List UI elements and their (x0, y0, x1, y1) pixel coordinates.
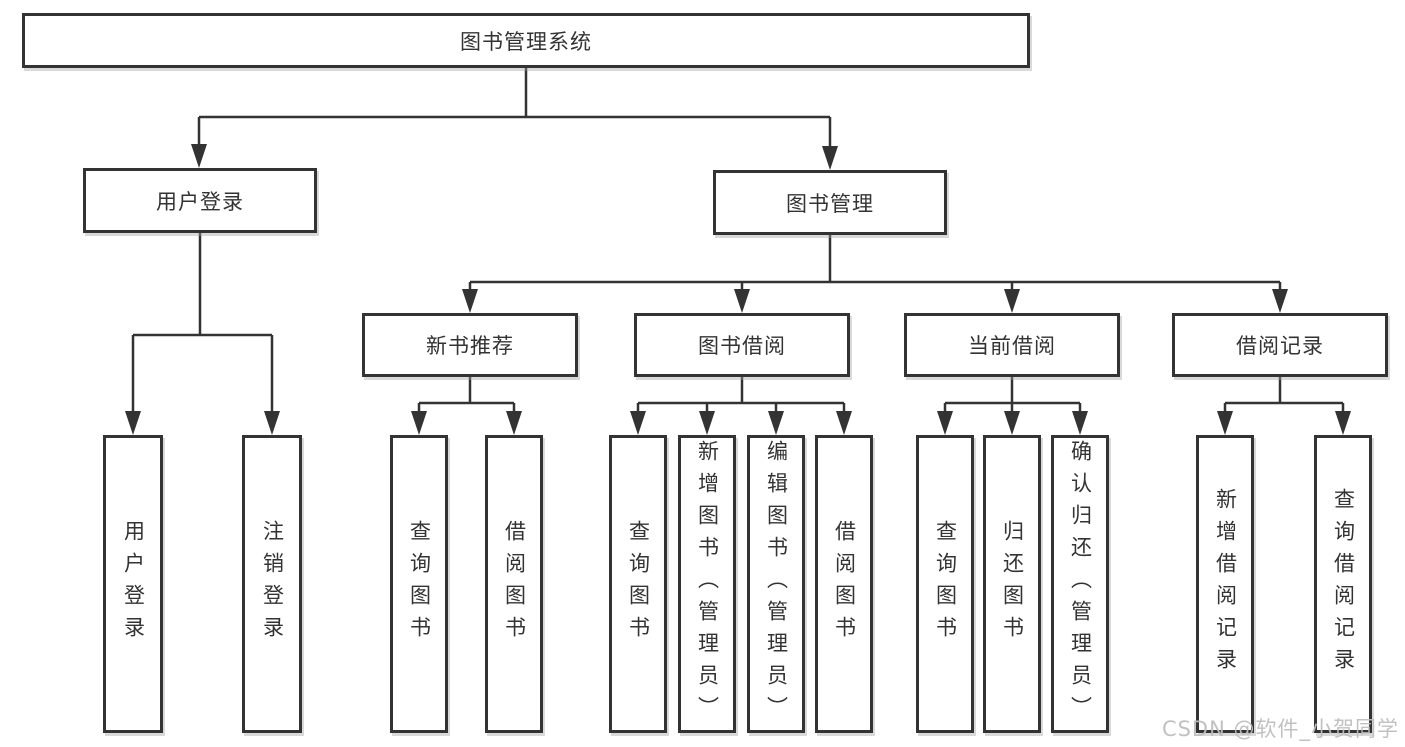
leaf-borrowing-query-books-label: 查询图书 (626, 520, 651, 648)
node-root-label: 图书管理系统 (460, 29, 592, 54)
node-user-login: 用户登录 (83, 168, 317, 233)
leaf-user-login-label: 用户登录 (121, 520, 146, 648)
leaf-borrowing-add-books-admin: 新增图书（管理员） (678, 435, 736, 733)
node-current-borrowing-label: 当前借阅 (968, 334, 1056, 358)
leaf-recommend-borrow-books-label: 借阅图书 (502, 520, 527, 648)
node-borrowing-records-label: 借阅记录 (1236, 334, 1324, 358)
leaf-logout-label: 注销登录 (260, 520, 285, 648)
leaf-borrowing-add-books-admin-label: 新增图书（管理员） (695, 440, 720, 728)
connector-shafts (131, 68, 1345, 413)
leaf-records-query-record: 查询借阅记录 (1314, 435, 1372, 733)
leaf-borrowing-query-books: 查询图书 (609, 435, 667, 733)
node-root: 图书管理系统 (22, 13, 1030, 68)
node-book-management-label: 图书管理 (786, 191, 874, 216)
leaf-current-return-books-label: 归还图书 (1000, 520, 1025, 648)
leaf-borrowing-borrow-books: 借阅图书 (815, 435, 873, 733)
leaf-records-add-record: 新增借阅记录 (1196, 435, 1254, 733)
leaf-current-confirm-return-admin: 确认归还（管理员） (1051, 435, 1109, 733)
node-borrowing-records: 借阅记录 (1172, 313, 1388, 377)
node-new-book-recommend-label: 新书推荐 (426, 334, 514, 358)
node-book-borrowing-label: 图书借阅 (698, 334, 786, 358)
leaf-current-query-books-label: 查询图书 (933, 520, 958, 648)
node-user-login-label: 用户登录 (156, 189, 244, 214)
leaf-recommend-query-books-label: 查询图书 (407, 520, 432, 648)
node-new-book-recommend: 新书推荐 (362, 313, 578, 377)
leaf-borrowing-edit-books-admin: 编辑图书（管理员） (747, 435, 805, 733)
node-book-borrowing: 图书借阅 (634, 313, 850, 377)
leaf-borrowing-borrow-books-label: 借阅图书 (832, 520, 857, 648)
leaf-borrowing-edit-books-admin-label: 编辑图书（管理员） (764, 440, 789, 728)
leaf-recommend-borrow-books: 借阅图书 (485, 435, 543, 733)
leaf-current-query-books: 查询图书 (916, 435, 974, 733)
node-current-borrowing: 当前借阅 (904, 313, 1120, 377)
connector-arrowheads (125, 144, 1351, 435)
leaf-logout: 注销登录 (242, 435, 302, 733)
leaf-records-query-record-label: 查询借阅记录 (1331, 488, 1356, 680)
leaf-recommend-query-books: 查询图书 (390, 435, 448, 733)
csdn-watermark: CSDN @软件_小贺同学 (1161, 717, 1399, 741)
leaf-user-login: 用户登录 (103, 435, 163, 733)
leaf-records-add-record-label: 新增借阅记录 (1213, 488, 1238, 680)
leaf-current-return-books: 归还图书 (983, 435, 1041, 733)
leaf-current-confirm-return-admin-label: 确认归还（管理员） (1068, 440, 1093, 728)
node-book-management: 图书管理 (713, 170, 947, 235)
